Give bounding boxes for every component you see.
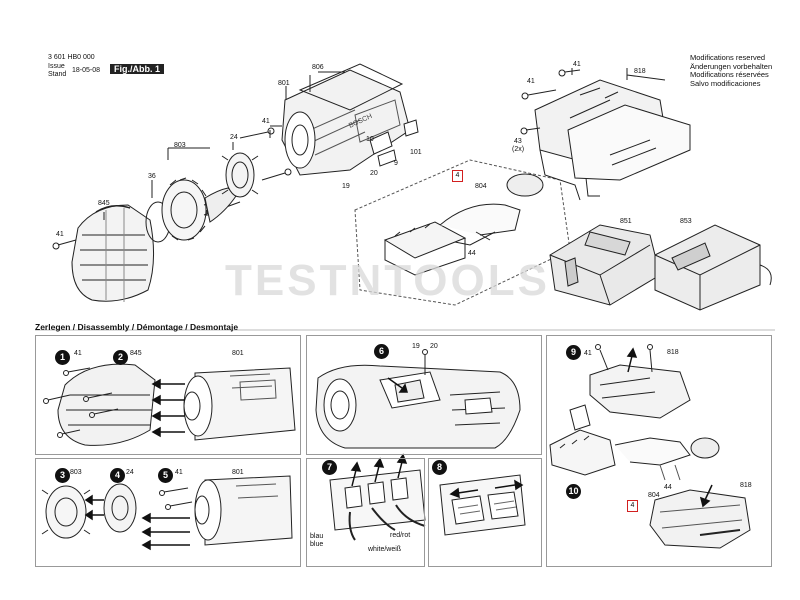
label-845: 845 xyxy=(130,350,142,357)
panel-step-1-2 xyxy=(35,335,301,455)
callout-9: 9 xyxy=(394,160,398,167)
panel-8-drawing xyxy=(439,474,526,536)
callout-41: 41 xyxy=(56,231,64,238)
note-line: Änderungen vorbehalten xyxy=(690,61,773,71)
callout-4: 4 xyxy=(452,170,463,182)
callout-851: 851 xyxy=(620,218,632,225)
label-19: 19 xyxy=(412,343,420,350)
callout-43: 43 xyxy=(514,138,522,145)
callout-853: 853 xyxy=(680,218,692,225)
label-red-rot: red/rot xyxy=(390,532,411,539)
modifications-notes: Modifications reserved Änderungen vorbeh… xyxy=(690,53,773,88)
part-number: 3 601 HB0 000 xyxy=(48,54,95,61)
step-badge-8: 8 xyxy=(432,460,447,475)
callout-24: 24 xyxy=(230,134,238,141)
panel-7-drawing xyxy=(329,469,426,541)
issue-label: Issue xyxy=(48,63,65,70)
label-41: 41 xyxy=(175,469,183,476)
step-badge-4: 4 xyxy=(110,468,125,483)
charger-drawing xyxy=(654,224,772,311)
side-housing-drawing xyxy=(534,79,691,201)
step-badge-10: 10 xyxy=(566,484,581,499)
label-20: 20 xyxy=(430,343,438,350)
callout-19: 19 xyxy=(342,183,350,190)
step-badge-9: 9 xyxy=(566,345,581,360)
panel-3-5-drawing xyxy=(41,475,293,546)
label-white-weiss: white/weiß xyxy=(368,546,402,553)
label-41: 41 xyxy=(584,350,592,357)
panel-6-drawing xyxy=(315,349,521,449)
label-801: 801 xyxy=(232,350,244,357)
step-badge-5: 5 xyxy=(158,468,173,483)
step-badge-3: 3 xyxy=(55,468,70,483)
ring-nut-drawing xyxy=(221,152,259,198)
callout-20: 20 xyxy=(370,170,378,177)
panel-step-9-10 xyxy=(546,335,772,567)
label-44: 44 xyxy=(664,484,672,491)
panel-9-10-drawing xyxy=(549,344,751,549)
disassembly-title: Zerlegen / Disassembly / Démontage / Des… xyxy=(35,322,239,332)
label-4: 4 xyxy=(627,500,638,512)
callout-845: 845 xyxy=(98,200,110,207)
callout-10: 10 xyxy=(366,136,374,143)
callout-804: 804 xyxy=(475,183,487,190)
note-line: Modifications reserved xyxy=(690,53,766,62)
battery-drawing xyxy=(549,224,661,306)
label-801: 801 xyxy=(232,469,244,476)
step-badge-6: 6 xyxy=(374,344,389,359)
label-24: 24 xyxy=(126,469,134,476)
stand-label: Stand xyxy=(48,71,67,78)
label-803: 803 xyxy=(70,469,82,476)
note-line: Salvo modificaciones xyxy=(690,78,761,88)
callout-44: 44 xyxy=(468,250,476,257)
callout-36: 36 xyxy=(148,173,156,180)
angle-head-drawing xyxy=(52,204,155,302)
callout-803: 803 xyxy=(174,142,186,149)
callout-41: 41 xyxy=(262,118,270,125)
label-41: 41 xyxy=(74,350,82,357)
watermark-text: TESTNTOOLS xyxy=(225,256,550,305)
gear-armature-drawing xyxy=(145,177,251,243)
panel-step-7 xyxy=(306,458,425,567)
label-blue: blue xyxy=(310,541,324,548)
callout-41: 41 xyxy=(573,61,581,68)
step-badge-1: 1 xyxy=(55,350,70,365)
callout-101: 101 xyxy=(410,149,422,156)
switch-electronics-drawing xyxy=(383,173,544,276)
figure-label: Fig./Abb. 1 xyxy=(110,64,164,74)
step-badge-7: 7 xyxy=(322,460,337,475)
label-804: 804 xyxy=(648,492,660,499)
callout-2x: (2x) xyxy=(512,146,525,153)
panel-1-2-drawing xyxy=(43,363,296,446)
issue-date: 18-05-08 xyxy=(72,67,101,74)
panel-step-6 xyxy=(306,335,542,455)
callout-801: 801 xyxy=(278,80,290,87)
label-818: 818 xyxy=(740,482,752,489)
label-818: 818 xyxy=(667,349,679,356)
panel-step-8 xyxy=(428,458,542,567)
callout-806: 806 xyxy=(312,64,324,71)
callout-41: 41 xyxy=(527,78,535,85)
label-blau: blau xyxy=(310,533,324,540)
note-line: Modifications réservées xyxy=(690,70,769,79)
step-badge-2: 2 xyxy=(113,350,128,365)
callout-818: 818 xyxy=(634,68,646,75)
panel-step-3-5 xyxy=(35,458,301,567)
